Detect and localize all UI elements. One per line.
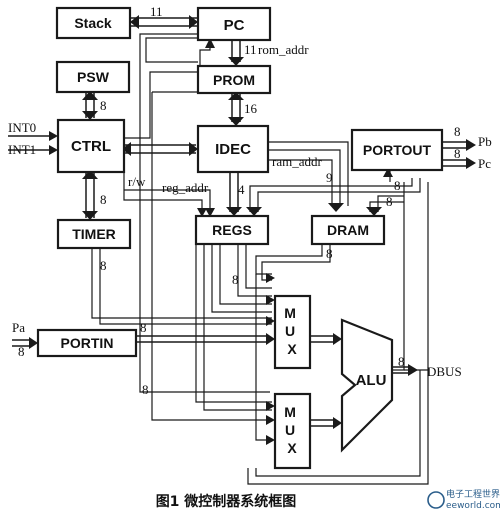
pb-label: Pb (478, 134, 492, 149)
regs-label: REGS (212, 222, 252, 238)
pa-label: Pa (12, 320, 25, 335)
mux-bottom-label: M U X (284, 404, 300, 456)
portout-label: PORTOUT (363, 142, 432, 158)
width-pb: 8 (454, 124, 461, 139)
block-pc: PC (196, 6, 272, 42)
ctrl-label: CTRL (71, 138, 111, 155)
watermark-logo: 电子工程世界 eeworld.com.cn (427, 488, 500, 511)
block-dram: DRAM (310, 214, 386, 246)
width-stack-pc: 11 (150, 4, 163, 19)
rw-label: r/w (128, 174, 146, 189)
wires (8, 15, 476, 485)
figure-caption: 图1 微控制器系统框图 (156, 493, 297, 510)
block-ctrl: CTRL (56, 118, 126, 174)
width-left-bus: 8 (142, 382, 149, 397)
watermark-url: eeworld.com.cn (446, 501, 500, 511)
alu-label: ALU (356, 372, 387, 389)
block-mux-top: M U X (273, 294, 312, 370)
block-timer: TIMER (56, 218, 132, 250)
width-portin-mux: 8 (140, 320, 147, 335)
reg-addr-label: reg_addr (162, 180, 209, 195)
psw-label: PSW (77, 69, 110, 85)
bus-widths: 11 11 16 8 8 4 9 8 8 8 8 8 8 8 8 8 8 8 (18, 4, 461, 397)
prom-label: PROM (213, 72, 255, 88)
block-psw: PSW (55, 60, 131, 94)
pc-label: PC (224, 17, 245, 34)
mux-top-label: M U X (284, 305, 300, 357)
block-idec: IDEC (196, 124, 270, 174)
width-regs-bus: 8 (232, 272, 239, 287)
block-portin: PORTIN (36, 328, 138, 358)
stack-label: Stack (74, 15, 112, 31)
watermark-icon (427, 491, 445, 509)
width-ctrl-timer: 8 (100, 192, 107, 207)
width-pa-in: 8 (18, 344, 25, 359)
block-regs: REGS (194, 214, 270, 246)
portin-label: PORTIN (61, 335, 114, 351)
block-stack: Stack (55, 6, 132, 40)
width-alu-out: 8 (398, 354, 405, 369)
block-prom: PROM (196, 64, 272, 95)
block-portout: PORTOUT (350, 128, 444, 172)
ram-addr-label: ram_addr (272, 154, 322, 169)
width-pc: 8 (454, 146, 461, 161)
width-ram-addr: 9 (326, 170, 333, 185)
width-psw-ctrl: 8 (100, 98, 107, 113)
width-dram-bus: 8 (326, 246, 333, 261)
idec-label: IDEC (215, 141, 251, 158)
dbus-label: DBUS (427, 364, 462, 379)
rom-addr-label: rom_addr (258, 42, 309, 57)
block-mux-bottom: M U X (273, 392, 312, 470)
int1-label: INT1 (8, 142, 36, 157)
block-alu: ALU (340, 318, 394, 453)
dram-label: DRAM (327, 222, 369, 238)
timer-label: TIMER (72, 226, 116, 242)
pc-out-label: Pc (478, 156, 491, 171)
width-prom-idec: 16 (244, 101, 258, 116)
int0-label: INT0 (8, 120, 36, 135)
width-timer-mux: 8 (100, 258, 107, 273)
width-pc-prom: 11 (244, 42, 257, 57)
width-top-right: 8 (386, 194, 393, 209)
watermark-name: 电子工程世界 (446, 488, 500, 500)
width-portout-in: 8 (394, 178, 401, 193)
signal-labels: INT0 INT1 rom_addr ram_addr reg_addr r/w… (8, 42, 492, 379)
width-idec-regs: 4 (238, 182, 245, 197)
